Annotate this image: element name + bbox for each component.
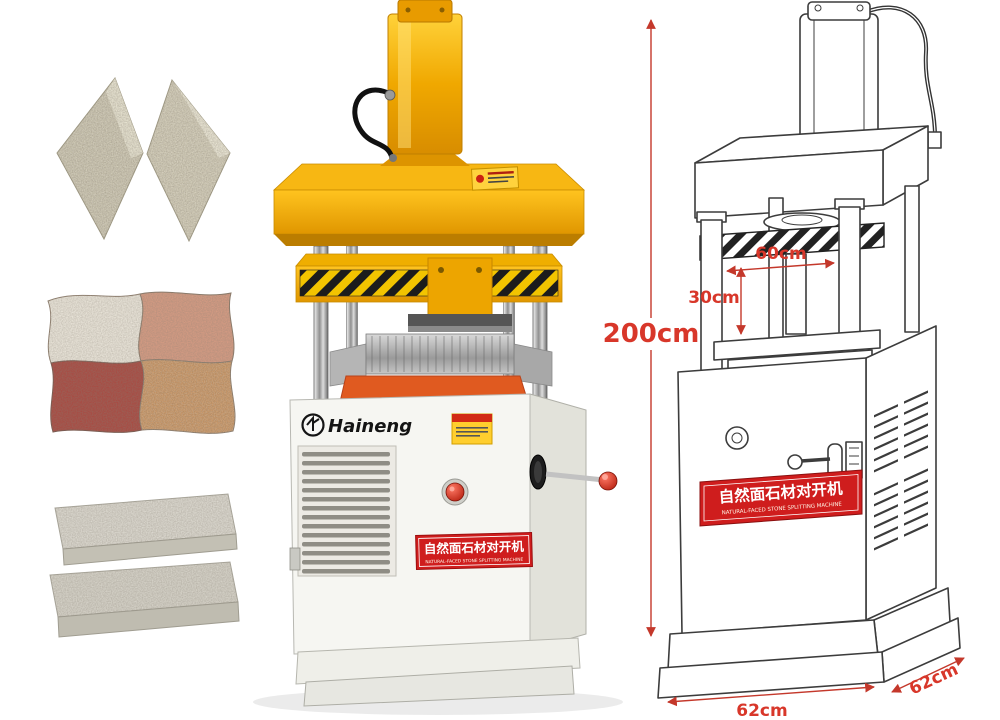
brand-logo: Haineng bbox=[301, 413, 412, 437]
sample-photos bbox=[47, 77, 240, 638]
banner-text-en: NATURAL-FACED STONE SPLITTING MACHINE bbox=[425, 557, 523, 566]
upper-blade bbox=[408, 314, 512, 326]
drawing-body-side bbox=[865, 325, 937, 621]
dim-base-front: 62cm bbox=[667, 682, 875, 720]
vent-louvers bbox=[297, 445, 397, 577]
dim-opening-height: 30cm bbox=[688, 267, 746, 335]
dim-opening-height-label: 30cm bbox=[688, 288, 739, 308]
blade-holder bbox=[427, 257, 493, 317]
dim-opening-width-label: 60cm bbox=[755, 244, 806, 264]
drawing-knob bbox=[725, 426, 749, 450]
hose-fitting bbox=[384, 89, 396, 101]
machine-body: Haineng bbox=[289, 393, 618, 655]
moving-beam bbox=[295, 253, 563, 332]
caution-sticker bbox=[470, 166, 520, 191]
drawing-cylinder bbox=[799, 1, 942, 149]
door-latch[interactable] bbox=[289, 547, 301, 571]
brand-name: Haineng bbox=[328, 416, 412, 437]
lever-ball-grip[interactable] bbox=[598, 471, 618, 491]
emergency-knob[interactable] bbox=[441, 478, 469, 506]
hydraulic-cylinder bbox=[352, 0, 470, 166]
machine-photo: Haineng bbox=[253, 0, 623, 715]
drawing-name-banner: 自然面石材对开机 NATURAL-FACED STONE SPLITTING M… bbox=[699, 469, 863, 527]
sample-photo-wavy-paver-stones bbox=[47, 291, 236, 434]
control-lever-rod[interactable] bbox=[545, 471, 605, 483]
top-beam bbox=[272, 163, 586, 246]
name-banner: 自然面石材对开机 NATURAL-FACED STONE SPLITTING M… bbox=[415, 531, 533, 571]
hydraulic-hose bbox=[352, 87, 395, 159]
dim-base-front-label: 62cm bbox=[736, 701, 787, 720]
sample-photo-granite-corner-pieces bbox=[56, 77, 231, 242]
drawing-side-vents bbox=[874, 390, 928, 551]
machine-base bbox=[295, 637, 581, 707]
dim-height: 200cm bbox=[603, 19, 700, 637]
body-side-face bbox=[529, 393, 587, 651]
dim-height-label: 200cm bbox=[603, 319, 700, 349]
banner-text-cn: 自然面石材对开机 bbox=[424, 539, 525, 557]
cylinder-cap bbox=[397, 0, 453, 23]
machine-line-drawing: 200cm bbox=[603, 1, 965, 720]
drawing-front-columns bbox=[696, 198, 865, 373]
drawing-top-beam bbox=[694, 125, 929, 219]
warning-label bbox=[451, 413, 493, 445]
drawing-hazard-band bbox=[699, 222, 885, 261]
sample-photo-stone-slabs bbox=[49, 493, 240, 638]
drawing-body: 自然面石材对开机 NATURAL-FACED STONE SPLITTING M… bbox=[677, 325, 937, 635]
